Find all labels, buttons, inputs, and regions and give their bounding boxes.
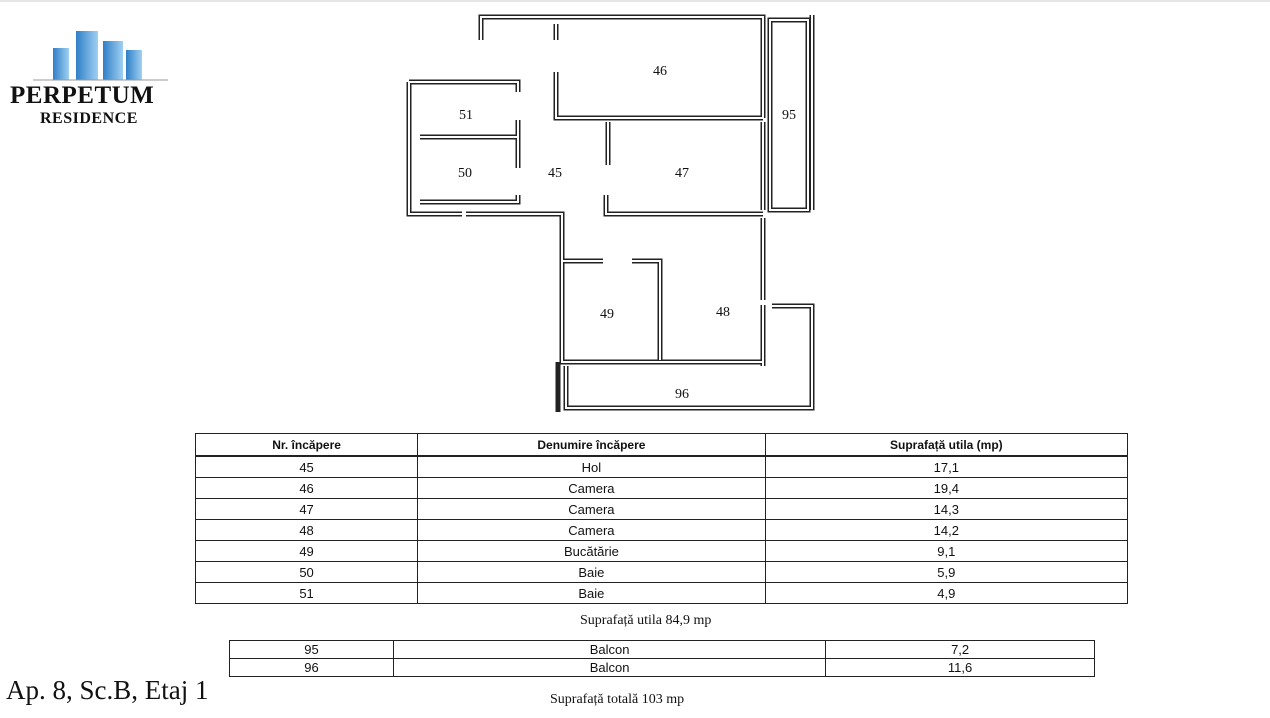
header-room-name: Denumire încăpere [417,433,766,457]
table-cell: 47 [194,498,419,520]
apartment-label: Ap. 8, Sc.B, Etaj 1 [6,675,209,705]
header-room-number: Nr. încăpere [194,433,419,457]
room-label: 49 [600,307,614,322]
table-cell: 95 [228,640,395,659]
table-cell: 11,6 [825,658,1095,677]
room-label: 45 [548,166,562,181]
table-cell: Camera [417,519,766,541]
brand-subtitle: RESIDENCE [40,110,138,127]
room-label: 95 [782,108,796,123]
table-cell: 46 [194,477,419,499]
room-label: 96 [675,387,689,402]
rooms-table: Nr. încăpere Denumire încăpere Suprafață… [194,433,1129,604]
room-label: 46 [653,64,667,79]
floor-plan [0,0,1270,412]
table-cell: Baie [417,582,766,604]
table-cell: 19,4 [764,477,1129,499]
table-cell: 49 [194,540,419,562]
table-cell: 51 [194,582,419,604]
table-cell: 50 [194,561,419,583]
room-label: 51 [459,108,473,123]
table-cell: Balcon [393,640,827,659]
table-cell: Camera [417,477,766,499]
room-label: 50 [458,166,472,181]
header-area: Suprafață utila (mp) [764,433,1129,457]
table-cell: Baie [417,561,766,583]
table-cell: 45 [194,455,419,478]
table-cell: 14,2 [764,519,1129,541]
table-cell: 5,9 [764,561,1129,583]
useful-area-total: Suprafață utila 84,9 mp [580,613,712,628]
room-label: 48 [716,305,730,320]
table-cell: Hol [417,455,766,478]
table-header-row: Nr. încăpere Denumire încăpere Suprafață… [194,433,1129,457]
grand-total: Suprafață totală 103 mp [550,692,685,707]
brand-name: PERPETUM [10,82,155,109]
table-cell: 96 [228,658,395,677]
table-cell: 48 [194,519,419,541]
table-cell: 4,9 [764,582,1129,604]
table-cell: Bucătărie [417,540,766,562]
table-cell: 14,3 [764,498,1129,520]
building-logo-icon [33,31,168,81]
table-cell: 9,1 [764,540,1129,562]
room-label: 47 [675,166,689,181]
table-cell: 17,1 [764,455,1129,478]
table-cell: Balcon [393,658,827,677]
table-cell: 7,2 [825,640,1095,659]
table-cell: Camera [417,498,766,520]
